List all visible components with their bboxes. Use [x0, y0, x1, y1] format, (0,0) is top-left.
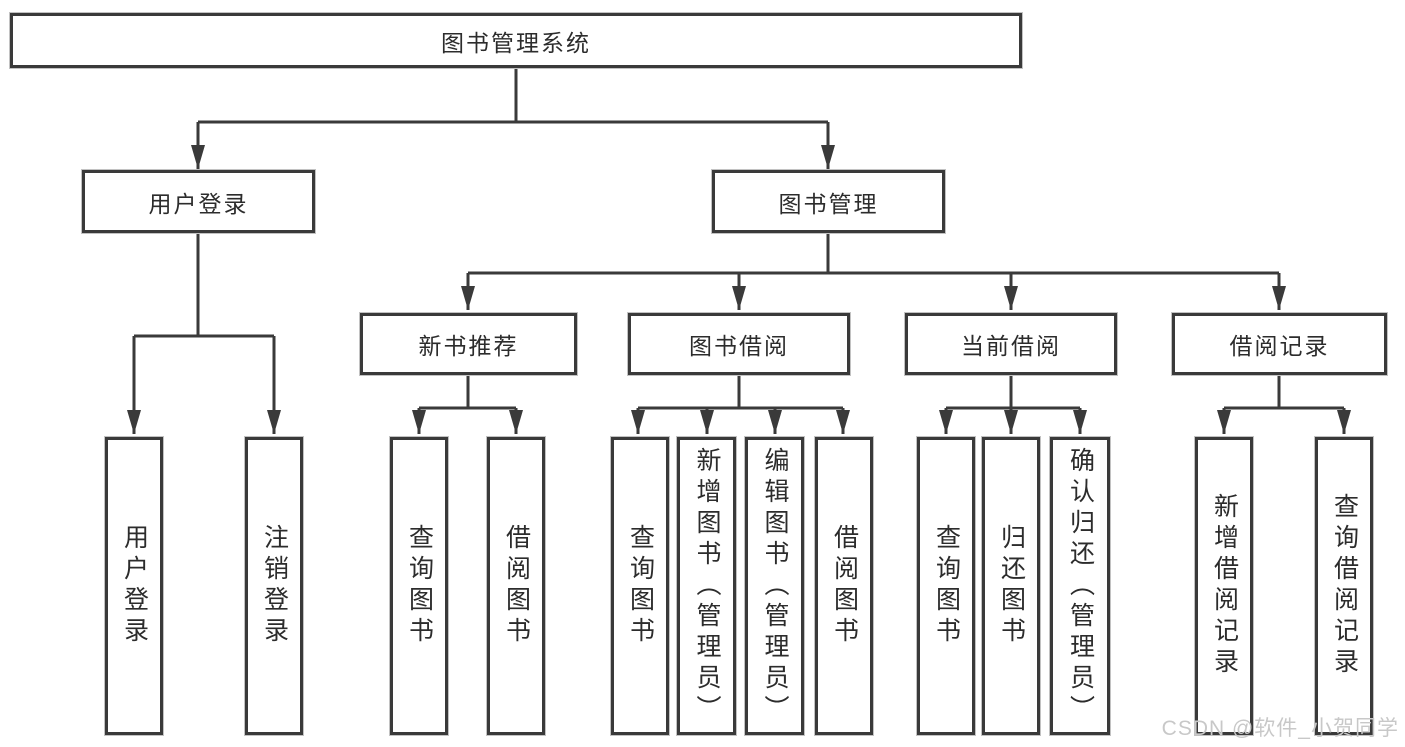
node-new-book-recommend: 新书推荐	[360, 313, 577, 375]
node-label: 归还图书	[997, 524, 1026, 648]
leaf-add-book-admin: 新增图书（管理员）	[677, 437, 736, 735]
leaf-confirm-return-admin: 确认归还（管理员）	[1050, 437, 1110, 735]
connector-user-login-children	[127, 233, 281, 434]
connector-current-borrow-children	[939, 375, 1087, 434]
connector-root-to-level2	[191, 68, 835, 169]
node-book-management: 图书管理	[712, 170, 945, 233]
node-label: 查询借阅记录	[1330, 493, 1359, 679]
leaf-user-login: 用户登录	[105, 437, 163, 735]
node-label: 用户登录	[120, 524, 149, 648]
connector-book-borrow-children	[631, 375, 850, 434]
node-label: 图书管理	[778, 190, 879, 217]
node-label: 图书借阅	[689, 333, 789, 359]
connector-book-management-children	[461, 233, 1286, 310]
node-label: 查询图书	[626, 524, 655, 648]
node-label: 借阅记录	[1229, 333, 1330, 359]
leaf-logout: 注销登录	[245, 437, 303, 735]
leaf-query-borrow-record: 查询借阅记录	[1315, 437, 1373, 735]
node-label: 编辑图书（管理员）	[761, 446, 789, 726]
node-borrow-records: 借阅记录	[1172, 313, 1387, 375]
node-label: 新书推荐	[418, 333, 519, 359]
node-label: 借阅图书	[502, 524, 531, 648]
node-label: 新增借阅记录	[1210, 493, 1239, 679]
connector-borrow-records-children	[1217, 375, 1351, 434]
node-user-login: 用户登录	[82, 170, 315, 233]
node-label: 新增图书（管理员）	[693, 446, 721, 726]
node-label: 查询图书	[405, 524, 434, 648]
connector-new-book-children	[412, 375, 523, 434]
leaf-query-books-recommend: 查询图书	[390, 437, 448, 735]
node-label: 用户登录	[148, 190, 249, 217]
leaf-borrow-books: 借阅图书	[815, 437, 873, 735]
leaf-borrow-books-recommend: 借阅图书	[487, 437, 545, 735]
leaf-query-books-borrow: 查询图书	[611, 437, 669, 735]
node-label: 查询图书	[932, 524, 961, 648]
leaf-query-books-current: 查询图书	[917, 437, 975, 735]
node-label: 当前借阅	[961, 333, 1061, 359]
leaf-add-borrow-record: 新增借阅记录	[1195, 437, 1253, 735]
node-label: 注销登录	[260, 524, 289, 648]
node-current-borrow: 当前借阅	[905, 313, 1117, 375]
node-label: 图书管理系统	[441, 29, 591, 56]
node-label: 借阅图书	[830, 524, 859, 648]
csdn-watermark: CSDN @软件_小贺同学	[1161, 717, 1399, 740]
node-label: 确认归还（管理员）	[1066, 446, 1095, 726]
node-library-management-system: 图书管理系统	[10, 13, 1022, 68]
leaf-edit-book-admin: 编辑图书（管理员）	[745, 437, 804, 735]
node-book-borrow: 图书借阅	[628, 313, 850, 375]
leaf-return-book: 归还图书	[982, 437, 1040, 735]
